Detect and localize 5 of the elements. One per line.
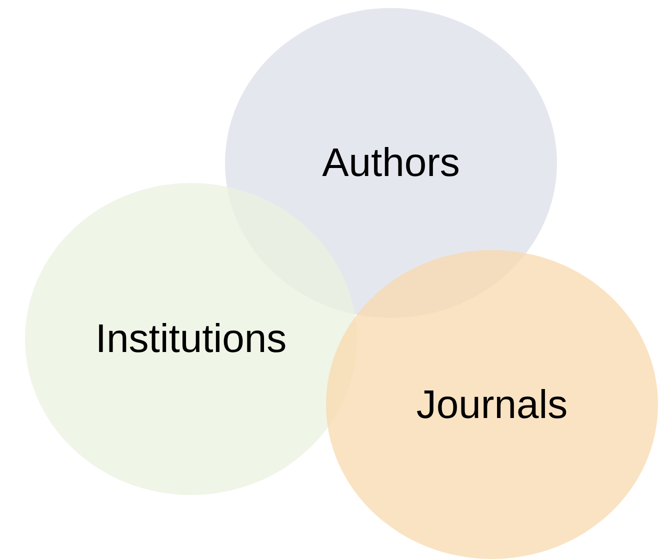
circle-label: Authors xyxy=(322,143,460,183)
circle-label: Institutions xyxy=(95,319,287,359)
circle-label: Journals xyxy=(416,384,568,424)
venn-circle xyxy=(326,250,658,559)
venn-circle xyxy=(25,183,357,495)
